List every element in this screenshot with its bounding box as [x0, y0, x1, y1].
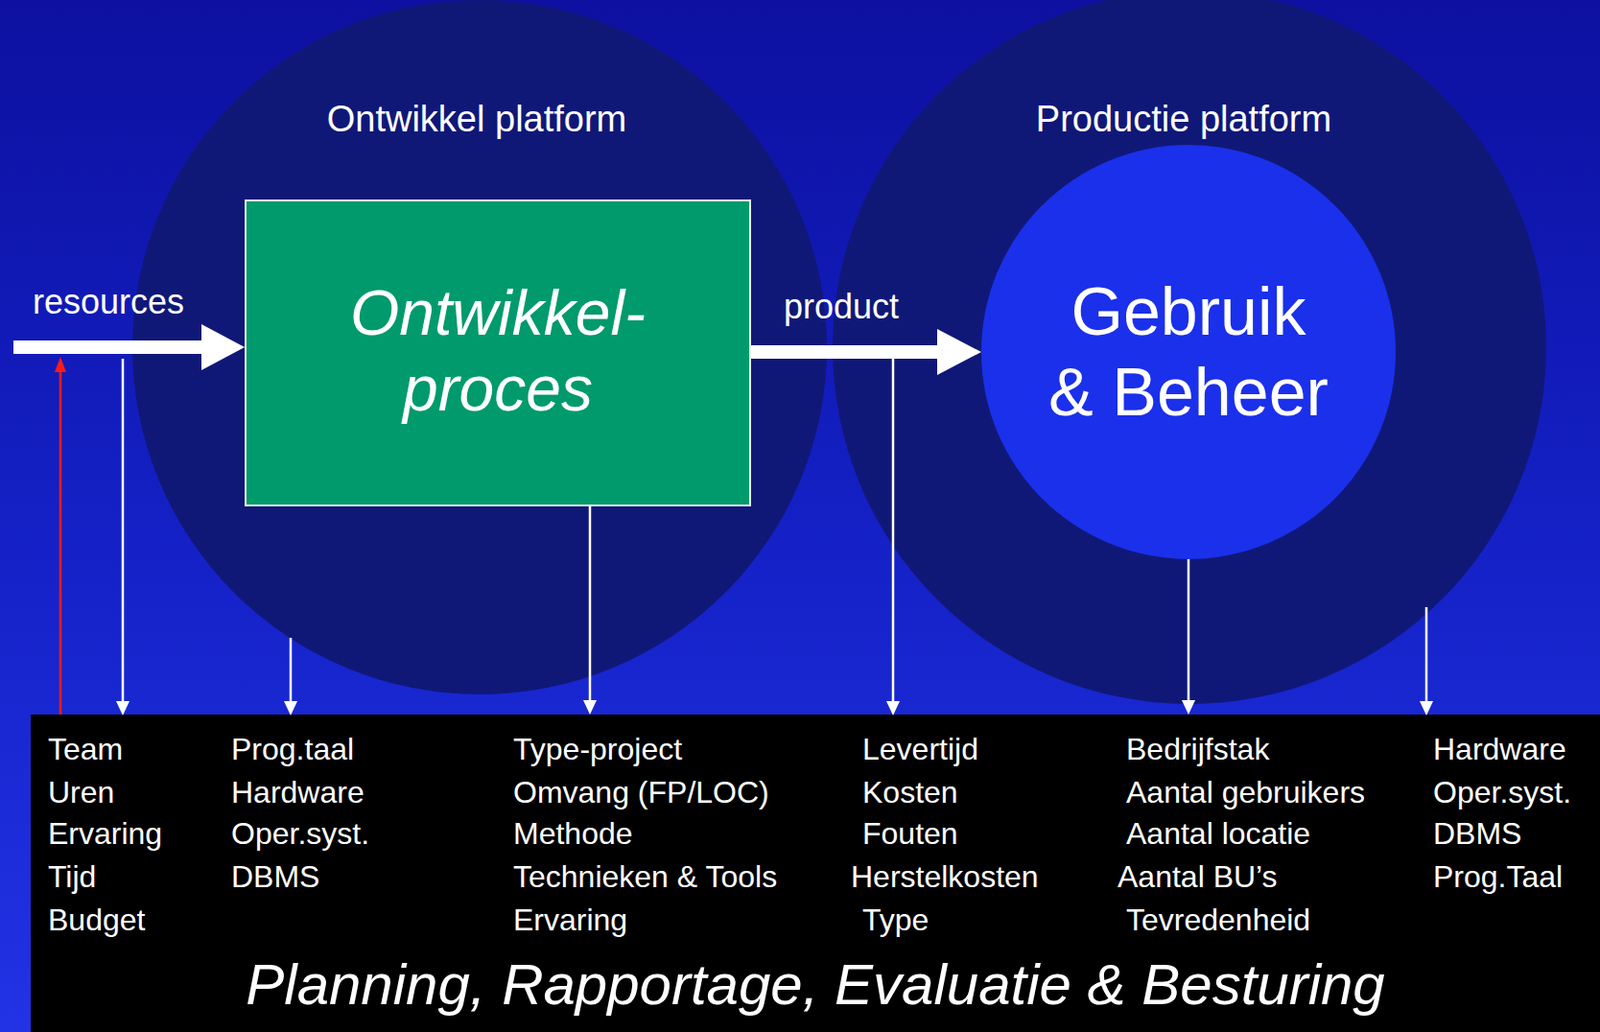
metric-item: Technieken & Tools	[513, 860, 777, 895]
metric-item: Fouten	[862, 817, 959, 851]
metric-item: Ervaring	[513, 903, 628, 938]
resources-arrow-shaft	[13, 340, 204, 354]
metric-item: Methode	[513, 817, 634, 851]
metric-item: Prog.taal	[231, 732, 354, 767]
metric-item: Levertijd	[862, 732, 979, 767]
metric-item: Type	[862, 903, 929, 938]
metric-item: Ervaring	[47, 817, 163, 851]
connector	[751, 329, 982, 376]
connector	[1181, 559, 1196, 715]
usage-circle: Gebruik & Beheer	[981, 144, 1396, 560]
leader-heads	[116, 701, 1434, 716]
process-box: Ontwikkel- proces	[244, 199, 752, 507]
metric-item: Aantal BU’s	[1117, 860, 1278, 895]
feedback-arrow-head	[54, 356, 67, 373]
metric-item: Bedrijfstak	[1126, 732, 1270, 767]
feedback-arrow	[59, 370, 63, 715]
edge-label: product	[783, 286, 899, 327]
connector	[583, 506, 597, 715]
metric-item: Aantal gebruikers	[1126, 776, 1365, 810]
metric-item: DBMS	[231, 860, 320, 895]
platform-circle: Productie platformGebruik & Beheer	[832, 0, 1547, 705]
metric-item: Aantal locatie	[1126, 817, 1311, 851]
platform-title: Productie platform	[1035, 98, 1332, 142]
leader-group	[122, 354, 1427, 703]
metric-item: Hardware	[231, 776, 365, 810]
metric-item: Oper.syst.	[231, 817, 370, 851]
metric-item: Type-project	[513, 732, 683, 767]
platform-circle: Ontwikkel platformOntwikkel- proces	[132, 0, 827, 695]
metric-item: Kosten	[862, 776, 959, 810]
flow-label: resources	[32, 282, 185, 322]
metrics-band: TeamUrenErvaringTijdBudgetProg.taalHardw…	[30, 714, 1600, 1032]
metric-item: Team	[47, 732, 123, 767]
metric-item: Uren	[47, 776, 115, 810]
usage-label: Gebruik & Beheer	[1044, 271, 1333, 433]
metric-item: DBMS	[1433, 817, 1522, 851]
band-title: Planning, Rapportage, Evaluatie & Bestur…	[30, 951, 1600, 1018]
metric-item: Herstelkosten	[850, 860, 1039, 895]
metric-item: Oper.syst.	[1433, 776, 1572, 810]
metric-item: Tijd	[47, 860, 96, 895]
resources-arrow-head	[201, 324, 245, 371]
metric-item: Tevredenheid	[1126, 903, 1311, 938]
metric-item: Prog.Taal	[1433, 860, 1563, 895]
circle-outline	[981, 144, 1396, 560]
metric-item: Omvang (FP/LOC)	[513, 776, 770, 810]
metric-item: Budget	[47, 903, 145, 938]
metric-item: Hardware	[1433, 732, 1567, 767]
platform-title: Ontwikkel platform	[327, 98, 628, 142]
process-label: Ontwikkel- proces	[334, 275, 661, 427]
